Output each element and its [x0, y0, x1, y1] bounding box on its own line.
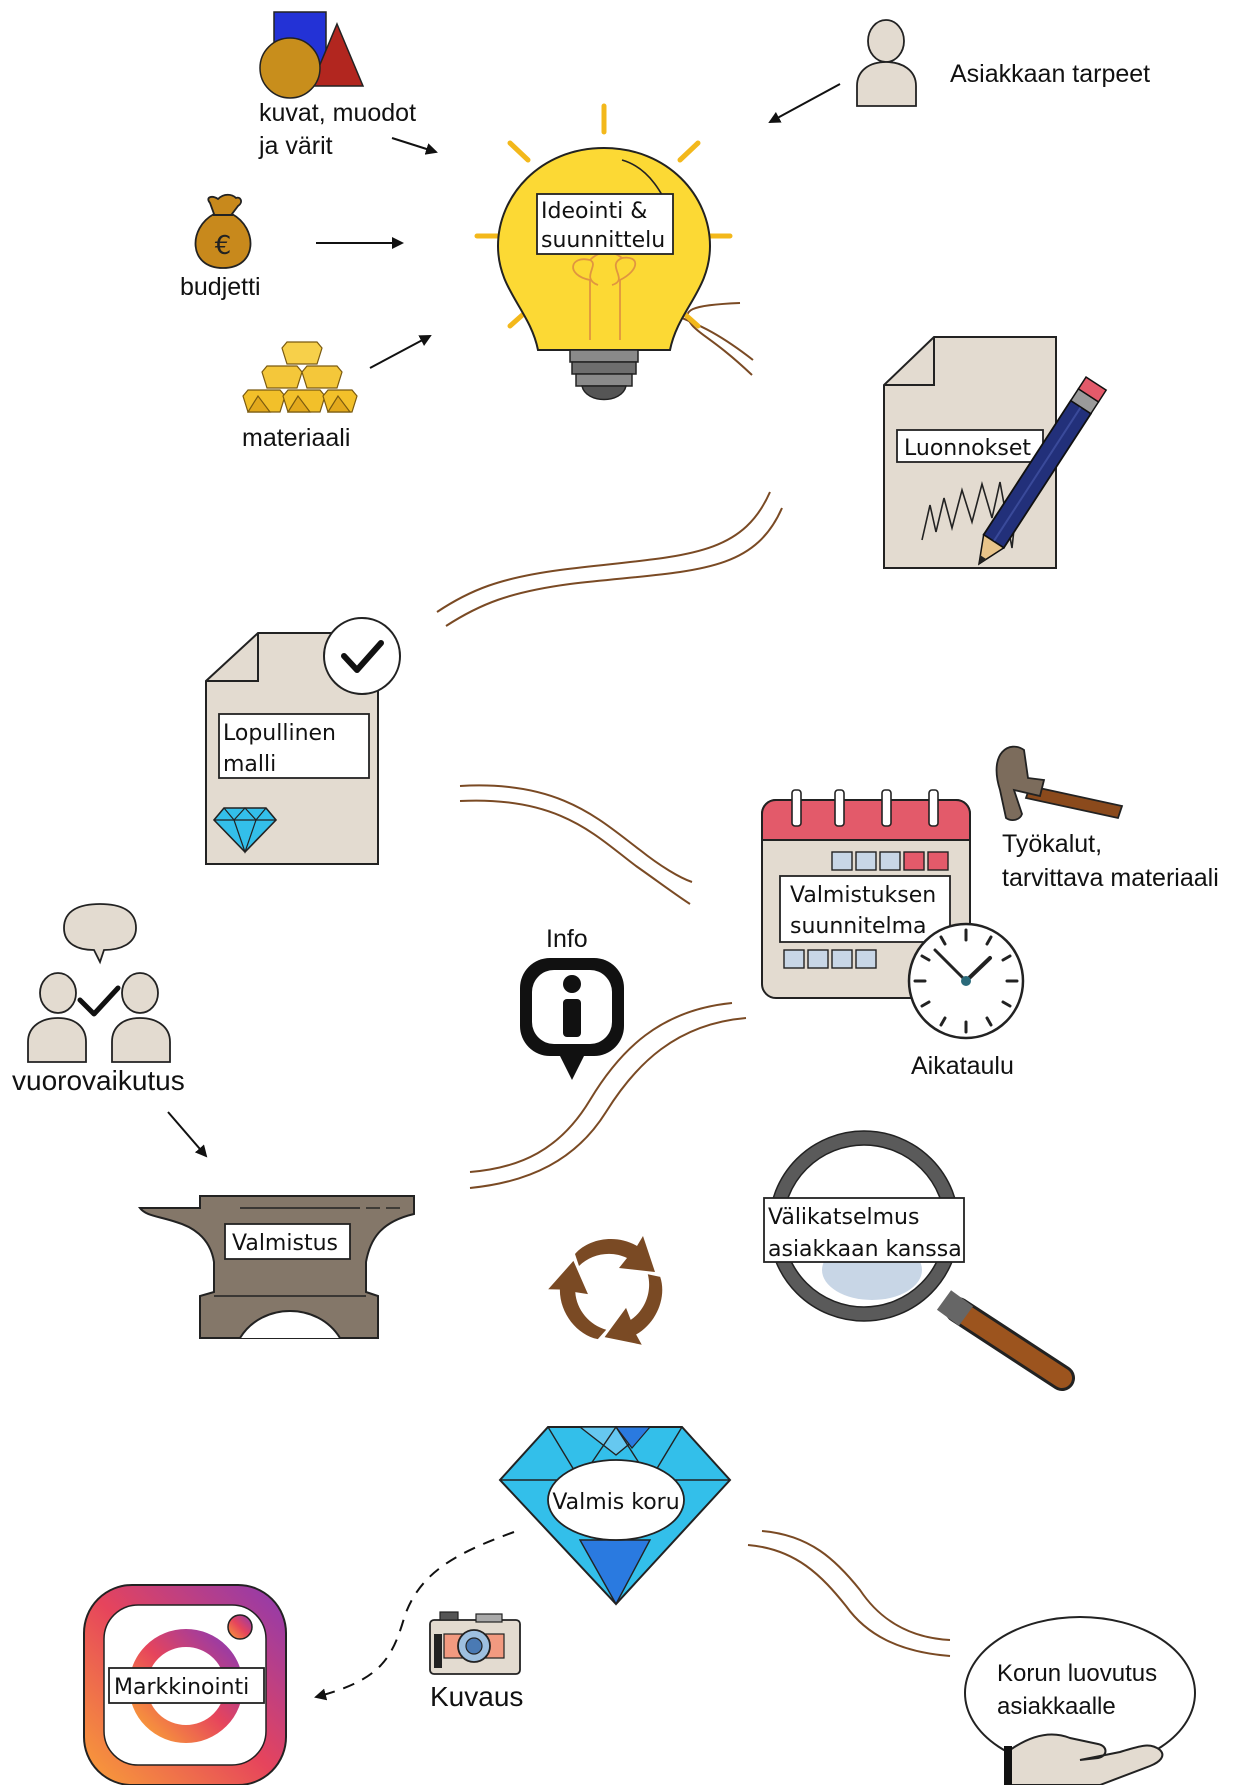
valmistuksen-label-line2: suunnitelma — [790, 914, 927, 939]
cycle-arrows-icon — [548, 1236, 663, 1345]
valikatselmus-label-box: Välikatselmus asiakkaan kanssa — [763, 1197, 965, 1263]
vuorovaikutus-label: vuorovaikutus — [12, 1065, 185, 1096]
ideointi-label-line2: suunnittelu — [541, 228, 665, 253]
lopullinen-label-line2: malli — [223, 752, 276, 777]
valmistuksen-label-line1: Valmistuksen — [790, 883, 936, 908]
hand-icon — [1004, 1733, 1164, 1785]
gold-bars-icon — [242, 341, 358, 413]
valikatselmus-label-line1: Välikatselmus — [768, 1205, 919, 1230]
connector-koru-to-luovutus — [747, 1530, 951, 1657]
ideointi-label-line1: Ideointi & — [541, 199, 647, 224]
arrow-materiaali-to-bulb — [369, 335, 432, 369]
kuvaus-label: Kuvaus — [430, 1681, 523, 1712]
markkinointi-label: Markkinointi — [114, 1675, 249, 1700]
camera-icon — [429, 1611, 521, 1675]
clock-icon — [907, 922, 1025, 1040]
luonnokset-label: Luonnokset — [904, 436, 1031, 461]
aikataulu-label: Aikataulu — [911, 1052, 1014, 1080]
kuvat-label-line2: ja värit — [258, 132, 333, 160]
people-conversation-icon — [27, 903, 171, 1063]
pencil-icon — [977, 376, 1108, 566]
materiaali-label: materiaali — [242, 424, 350, 452]
markkinointi-label-box: Markkinointi — [108, 1667, 265, 1704]
small-diamond-icon — [212, 807, 278, 854]
valikatselmus-label-line2: asiakkaan kanssa — [768, 1237, 962, 1262]
arrow-tarpeet-to-bulb — [768, 83, 841, 123]
tyokalut-label-line1: Työkalut, — [1002, 830, 1102, 858]
arrow-kuvat-to-bulb — [391, 137, 438, 155]
lopullinen-label-box: Lopullinen malli — [218, 713, 370, 779]
info-label: Info — [546, 925, 588, 953]
connector-final-to-plan — [459, 784, 693, 905]
tyokalut-label-line2: tarvittava materiaali — [1002, 864, 1219, 892]
luovutus-label-line2: asiakkaalle — [997, 1693, 1116, 1720]
luonnokset-label-box: Luonnokset — [896, 429, 1044, 463]
arrow-koru-to-markkinointi — [314, 1531, 515, 1701]
asiakkaan-tarpeet-label: Asiakkaan tarpeet — [950, 60, 1150, 88]
connector-sketch-to-final — [436, 491, 783, 627]
ideointi-label-box: Ideointi & suunnittelu — [536, 193, 674, 255]
valmistuksen-label-box: Valmistuksen suunnitelma — [779, 875, 951, 943]
kuvat-label-line1: kuvat, muodot — [259, 99, 416, 127]
connector-plan-to-valmistus — [469, 1002, 747, 1189]
hammer-icon — [995, 745, 1124, 821]
anvil-icon — [137, 1195, 415, 1339]
diamond-icon — [498, 1425, 732, 1606]
money-bag-icon: € — [194, 193, 252, 269]
lopullinen-label-line1: Lopullinen — [223, 721, 336, 746]
person-icon — [856, 19, 917, 107]
valmistus-label: Valmistus — [232, 1231, 338, 1256]
valmistus-label-box: Valmistus — [224, 1223, 351, 1260]
info-pin-icon — [520, 958, 624, 1080]
shapes-icon — [259, 11, 365, 99]
svg-text:€: € — [215, 231, 232, 261]
valmis-koru-label: Valmis koru — [552, 1490, 679, 1515]
budjetti-label: budjetti — [180, 273, 261, 301]
luovutus-label-line1: Korun luovutus — [997, 1660, 1157, 1687]
arrow-vuorovaikutus-to-valmistus — [167, 1111, 208, 1158]
